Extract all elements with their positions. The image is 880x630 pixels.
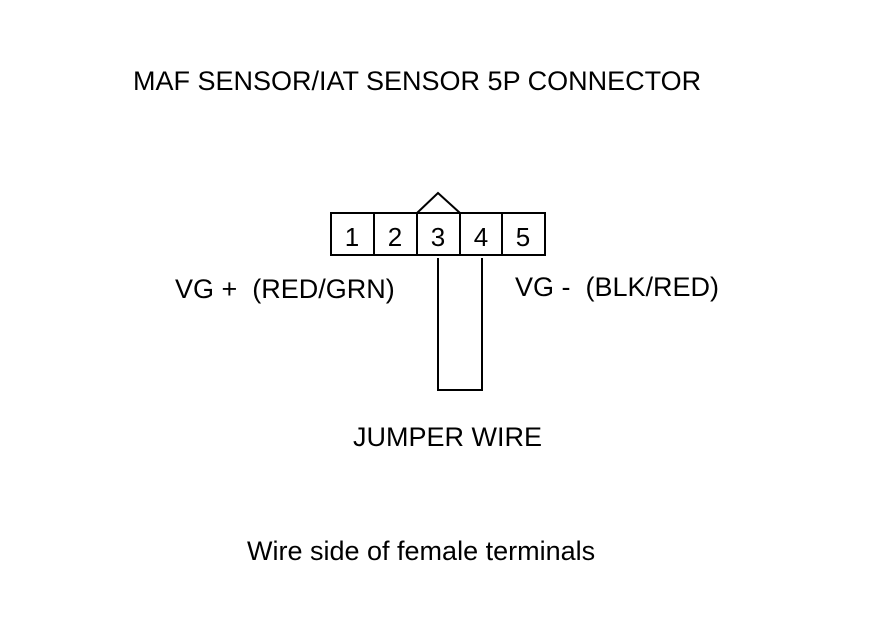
connector-lock-tab [416, 191, 461, 214]
jumper-wire-label: JUMPER WIRE [353, 422, 542, 452]
terminal-number-2: 2 [388, 222, 402, 252]
jumper-wire [437, 258, 483, 391]
diagram-title: MAF SENSOR/IAT SENSOR 5P CONNECTOR [133, 66, 702, 96]
vg-minus-label: VG - (BLK/RED) [515, 272, 720, 302]
terminal-number-4: 4 [474, 222, 488, 252]
terminal-number-5: 5 [516, 222, 530, 252]
vg-plus-label: VG + (RED/GRN) [175, 274, 395, 304]
connector-housing [330, 212, 546, 256]
terminal-number-1: 1 [345, 222, 359, 252]
terminal-number-3: 3 [431, 222, 445, 252]
diagram-caption: Wire side of female terminals [247, 536, 596, 566]
